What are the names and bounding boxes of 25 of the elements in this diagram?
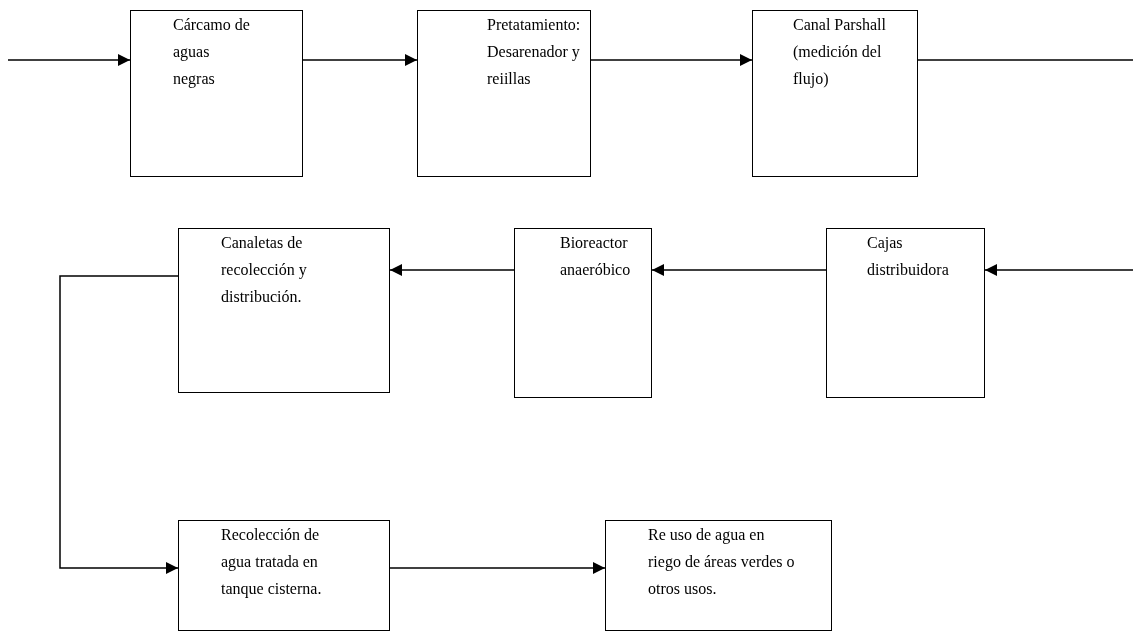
process-box	[130, 10, 303, 177]
arrow	[984, 264, 1133, 276]
arrow	[389, 562, 606, 574]
process-box	[417, 10, 591, 177]
arrow	[389, 264, 515, 276]
box-label: Cajas distribuidora	[867, 233, 950, 280]
process-box	[178, 228, 390, 393]
box-label: Bioreactor anaeróbico	[560, 233, 632, 280]
process-box	[514, 228, 652, 398]
box-label: Cárcamo de aguas negras	[173, 15, 251, 90]
process-box	[826, 228, 985, 398]
arrow	[59, 275, 179, 574]
process-box	[178, 520, 390, 631]
arrow	[302, 54, 418, 66]
box-label: Re uso de agua en riego de áreas verdes o otros usos.	[648, 525, 796, 599]
arrow	[590, 54, 753, 66]
arrow	[7, 54, 131, 66]
box-label: Recolección de agua tratada en tanque cisterna.	[221, 525, 323, 600]
box-label: Canal Parshall (medición del flujo)	[793, 15, 887, 90]
process-box	[605, 520, 832, 631]
arrow	[651, 264, 827, 276]
connector-line	[917, 59, 1133, 61]
box-label: Pretatamiento: Desarenador y reiillas	[487, 15, 582, 89]
box-label: Canaletas de recolección y distribución.	[221, 233, 308, 307]
process-box	[752, 10, 918, 177]
